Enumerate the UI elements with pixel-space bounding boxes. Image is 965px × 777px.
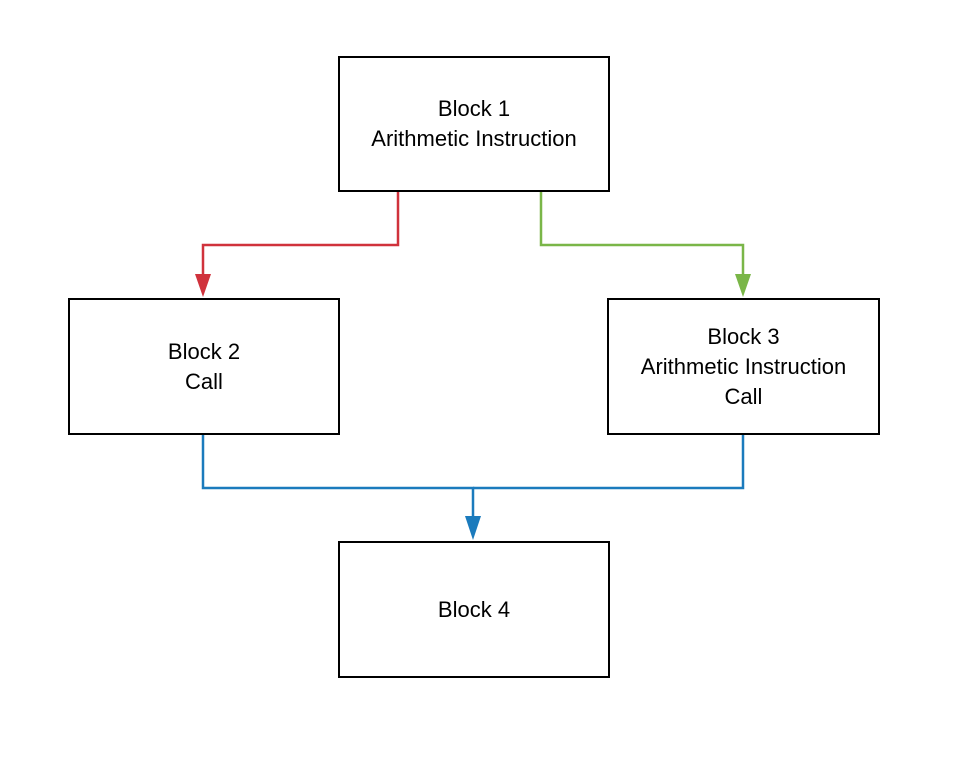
block-1-box: Block 1 Arithmetic Instruction [338,56,610,192]
edge-block1-to-block3 [539,192,745,280]
block-3-box: Block 3 Arithmetic Instruction Call [607,298,880,435]
block-4-box: Block 4 [338,541,610,678]
edge-block1-to-block2 [201,192,400,280]
edge-block2-to-block4 [201,435,475,522]
arrowhead-block2 [195,274,211,297]
block-4-title: Block 4 [437,596,511,622]
block-2-box: Block 2 Call [68,298,340,435]
block-3-line-2: Arithmetic Instruction [640,353,847,379]
block-1-title: Block 1 [437,96,511,121]
arrowhead-block4 [465,516,481,540]
block-2-line-2: Call [185,368,223,394]
block-1-line-2: Arithmetic Instruction [371,126,577,151]
edge-block3-to-block4 [473,435,745,490]
block-3-line-3: Call [724,383,763,409]
block-3-title: Block 3 [707,323,780,349]
block-2-title: Block 2 [167,338,241,364]
arrowhead-block3 [735,274,751,297]
